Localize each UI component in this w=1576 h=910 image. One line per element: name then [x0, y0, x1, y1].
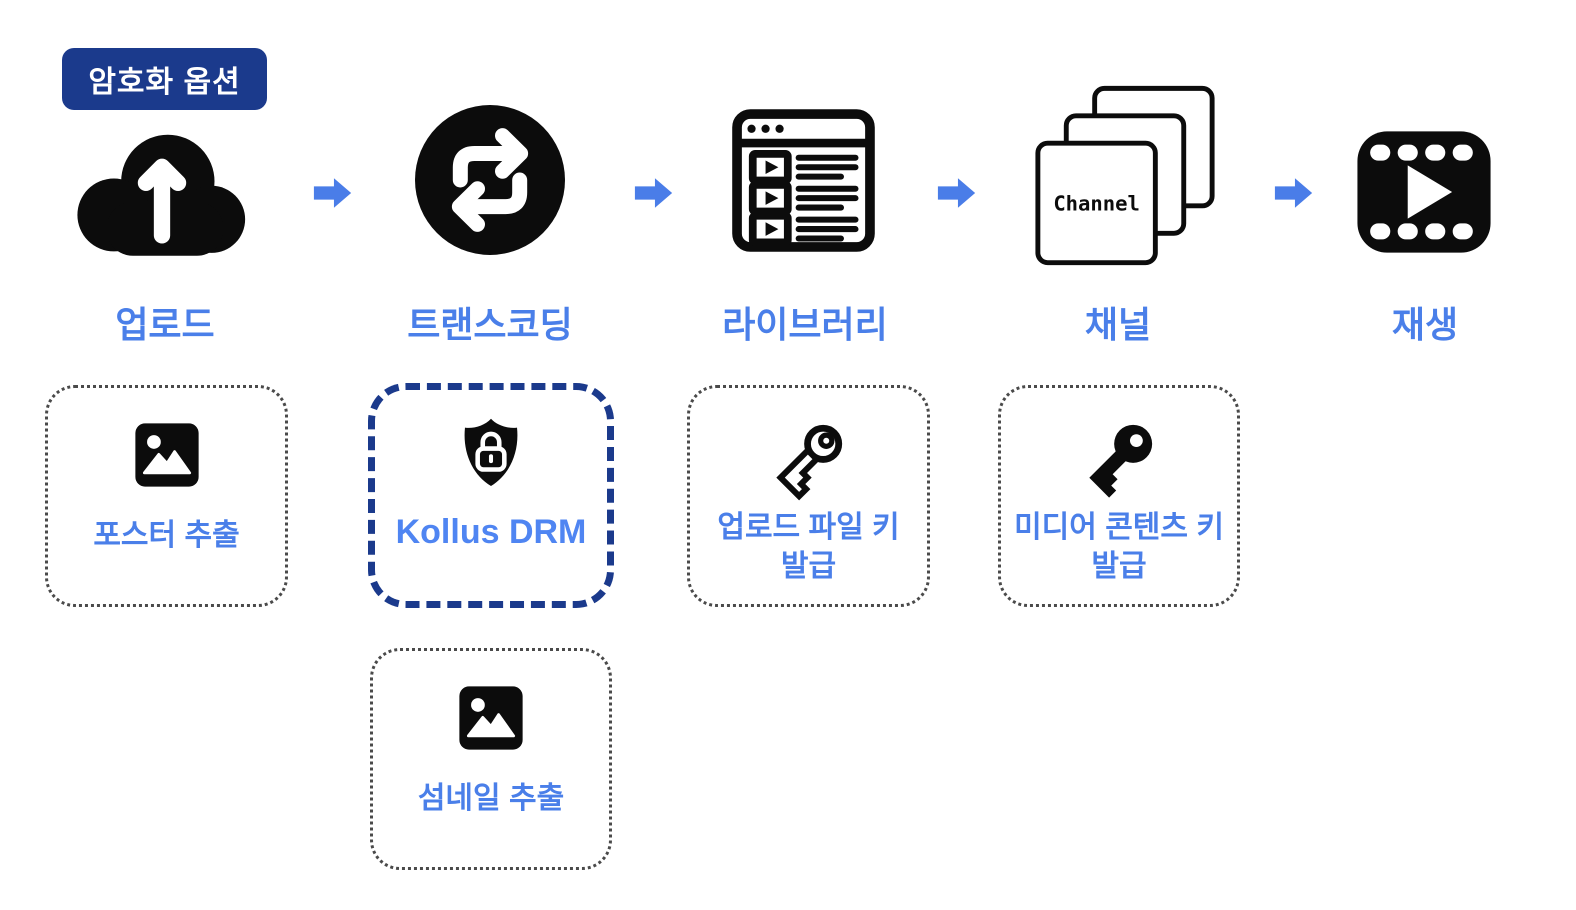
flow-arrow-icon	[936, 172, 978, 214]
channel-icon-text: Channel	[1053, 192, 1140, 216]
cloud-upload-icon	[68, 126, 256, 266]
option-box-thumbnail-extract: 섬네일 추출	[370, 648, 612, 870]
step-label-library: 라이브러리	[722, 304, 888, 345]
step-label-upload: 업로드	[115, 304, 215, 345]
step-label-channel: 채널	[1084, 304, 1152, 345]
option-label-kollus-drm: Kollus DRM	[395, 513, 587, 551]
step-label-transcoding: 트랜스코딩	[407, 304, 573, 345]
option-label-thumbnail-extract: 섬네일 추출	[417, 782, 565, 815]
key-outline-icon	[761, 410, 857, 506]
option-label-media-content-key: 미디어 콘텐츠 키 발급	[1014, 511, 1224, 583]
flow-arrow-icon	[312, 172, 354, 214]
option-box-kollus-drm: Kollus DRM	[368, 383, 614, 608]
video-library-icon	[731, 108, 876, 253]
flow-arrow-icon	[633, 172, 675, 214]
step-label-playback: 재생	[1391, 304, 1459, 345]
transcode-loop-icon	[415, 105, 565, 255]
option-label-upload-file-key: 업로드 파일 키 발급	[717, 511, 900, 583]
option-box-poster-extract: 포스터 추출	[45, 385, 288, 607]
encryption-option-badge: 암호화 옵션	[62, 48, 267, 110]
shield-lock-icon	[458, 416, 524, 490]
option-box-media-content-key: 미디어 콘텐츠 키 발급	[998, 385, 1240, 607]
image-icon	[458, 685, 524, 751]
option-box-upload-file-key: 업로드 파일 키 발급	[687, 385, 930, 607]
key-filled-icon	[1071, 410, 1167, 506]
film-play-icon	[1353, 121, 1495, 263]
encryption-option-badge-label: 암호화 옵션	[88, 66, 241, 99]
option-label-poster-extract: 포스터 추출	[93, 519, 240, 552]
image-icon	[134, 422, 200, 488]
flow-arrow-icon	[1273, 172, 1315, 214]
stacked-channels-icon: Channel	[1032, 85, 1218, 267]
